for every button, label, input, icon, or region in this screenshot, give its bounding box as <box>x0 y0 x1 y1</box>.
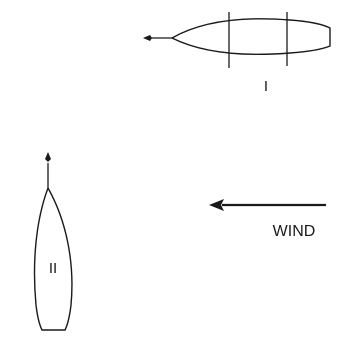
wind-label: WIND <box>273 223 316 240</box>
boat-one: I <box>143 12 330 95</box>
boat-two-hull <box>35 188 72 330</box>
boat-two: II <box>35 152 72 330</box>
boat-one-bow-tip <box>143 35 152 41</box>
boat-one-label: I <box>264 78 268 95</box>
boat-two-bow-tip <box>45 152 51 162</box>
wind-arrow-head <box>209 199 224 211</box>
boat-two-label: II <box>49 260 57 277</box>
boat-one-hull <box>172 19 330 55</box>
wind-indicator: WIND <box>209 199 326 240</box>
